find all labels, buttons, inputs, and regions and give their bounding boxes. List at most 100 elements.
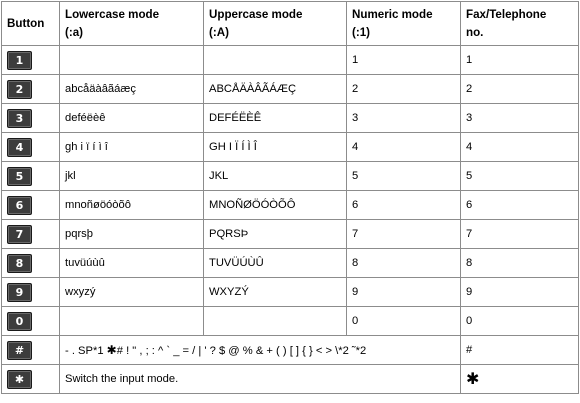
key-1-icon: 1 [7, 50, 32, 70]
uppercase-cell: GH I Ï Í Ì Î [203, 132, 347, 162]
lowercase-cell: wxyzý [59, 277, 204, 307]
button-cell: 9 [1, 277, 60, 307]
lowercase-cell: mnoñøöóòõô [59, 190, 204, 220]
header-lowercase-code: (:a) [65, 25, 84, 39]
symbols-after-star: # ! " , ; : ^ ` _ = / | ' ? $ @ % & + ( … [116, 345, 367, 357]
numeric-cell: 9 [346, 277, 461, 307]
numeric-cell: 7 [346, 219, 461, 249]
header-fax-no: no. [466, 25, 484, 39]
key-2-icon: 2 [7, 79, 32, 99]
uppercase-cell: DEFÉËÈÊ [203, 103, 347, 133]
table-row: 3 deféëèê DEFÉËÈÊ 3 3 [1, 103, 579, 133]
table-row: 1 1 1 [1, 45, 579, 75]
uppercase-cell [203, 306, 347, 336]
character-input-table: Button Lowercase mode (:a) Uppercase mod… [1, 1, 579, 394]
table-row: 8 tuvüúùû TUVÜÚÙÛ 8 8 [1, 248, 579, 278]
header-numeric-mode: Numeric mode (:1) [346, 1, 461, 46]
header-fax-label: Fax/Telephone [466, 7, 547, 21]
table-row: 6 mnoñøöóòõô MNOÑØÖÓÒÕÔ 6 6 [1, 190, 579, 220]
key-star-icon: ✱ [7, 369, 32, 389]
key-9-icon: 9 [7, 282, 32, 302]
table-row: 5 jkl JKL 5 5 [1, 161, 579, 191]
header-uppercase-code: (:A) [209, 25, 229, 39]
lowercase-cell: deféëèê [59, 103, 204, 133]
header-fax-telephone: Fax/Telephone no. [460, 1, 579, 46]
fax-cell: 6 [460, 190, 579, 220]
key-5-icon: 5 [7, 166, 32, 186]
fax-star-glyph: ✱ [466, 369, 480, 388]
button-cell: 0 [1, 306, 60, 336]
uppercase-cell [203, 45, 347, 75]
button-cell: 1 [1, 45, 60, 75]
key-8-icon: 8 [7, 253, 32, 273]
lowercase-cell: tuvüúùû [59, 248, 204, 278]
fax-cell: 9 [460, 277, 579, 307]
uppercase-cell: WXYZÝ [203, 277, 347, 307]
fax-cell: 3 [460, 103, 579, 133]
fax-cell: ✱ [460, 364, 579, 394]
numeric-cell: 4 [346, 132, 461, 162]
lowercase-cell [59, 45, 204, 75]
fax-cell: # [460, 335, 579, 365]
fax-cell: 0 [460, 306, 579, 336]
uppercase-cell: JKL [203, 161, 347, 191]
key-7-icon: 7 [7, 224, 32, 244]
header-uppercase-label: Uppercase mode [209, 7, 303, 21]
lowercase-cell: gh i ï í ì î [59, 132, 204, 162]
header-button-label: Button [7, 16, 45, 30]
lowercase-cell [59, 306, 204, 336]
header-uppercase-mode: Uppercase mode (:A) [203, 1, 347, 46]
fax-cell: 1 [460, 45, 579, 75]
fax-cell: 7 [460, 219, 579, 249]
numeric-cell: 5 [346, 161, 461, 191]
key-hash-icon: # [7, 340, 32, 360]
fax-cell: 5 [460, 161, 579, 191]
numeric-cell: 0 [346, 306, 461, 336]
numeric-cell: 1 [346, 45, 461, 75]
uppercase-cell: MNOÑØÖÓÒÕÔ [203, 190, 347, 220]
lowercase-cell: abcåäàâãáæç [59, 74, 204, 104]
key-6-icon: 6 [7, 195, 32, 215]
button-cell: # [1, 335, 60, 365]
button-cell: 3 [1, 103, 60, 133]
header-button: Button [1, 1, 60, 46]
key-4-icon: 4 [7, 137, 32, 157]
fax-cell: 4 [460, 132, 579, 162]
button-cell: 4 [1, 132, 60, 162]
fax-cell: 8 [460, 248, 579, 278]
symbols-before-star: - . SP*1 [65, 345, 107, 357]
asterisk-glyph: ✱ [106, 343, 117, 357]
table-row: 9 wxyzý WXYZÝ 9 9 [1, 277, 579, 307]
table-row: 2 abcåäàâãáæç ABCÅÄÀÂÃÁÆÇ 2 2 [1, 74, 579, 104]
table-row: 7 pqrsþ PQRSÞ 7 7 [1, 219, 579, 249]
table-row-hash: # - . SP*1 ✱# ! " , ; : ^ ` _ = / | ' ? … [1, 335, 579, 365]
header-numeric-label: Numeric mode [352, 7, 433, 21]
header-lowercase-label: Lowercase mode [65, 7, 160, 21]
uppercase-cell: ABCÅÄÀÂÃÁÆÇ [203, 74, 347, 104]
lowercase-cell: pqrsþ [59, 219, 204, 249]
switch-mode-cell: Switch the input mode. [59, 364, 461, 394]
symbols-cell: - . SP*1 ✱# ! " , ; : ^ ` _ = / | ' ? $ … [59, 335, 461, 365]
numeric-cell: 8 [346, 248, 461, 278]
header-lowercase-mode: Lowercase mode (:a) [59, 1, 204, 46]
lowercase-cell: jkl [59, 161, 204, 191]
uppercase-cell: PQRSÞ [203, 219, 347, 249]
button-cell: 2 [1, 74, 60, 104]
table-row-star: ✱ Switch the input mode. ✱ [1, 364, 579, 394]
table-row: 4 gh i ï í ì î GH I Ï Í Ì Î 4 4 [1, 132, 579, 162]
button-cell: 8 [1, 248, 60, 278]
button-cell: 5 [1, 161, 60, 191]
uppercase-cell: TUVÜÚÙÛ [203, 248, 347, 278]
key-0-icon: 0 [7, 311, 32, 331]
numeric-cell: 2 [346, 74, 461, 104]
button-cell: 6 [1, 190, 60, 220]
button-cell: ✱ [1, 364, 60, 394]
fax-cell: 2 [460, 74, 579, 104]
key-3-icon: 3 [7, 108, 32, 128]
numeric-cell: 3 [346, 103, 461, 133]
button-cell: 7 [1, 219, 60, 249]
table-row: 0 0 0 [1, 306, 579, 336]
header-numeric-code: (:1) [352, 25, 371, 39]
numeric-cell: 6 [346, 190, 461, 220]
table-header-row: Button Lowercase mode (:a) Uppercase mod… [1, 1, 579, 46]
